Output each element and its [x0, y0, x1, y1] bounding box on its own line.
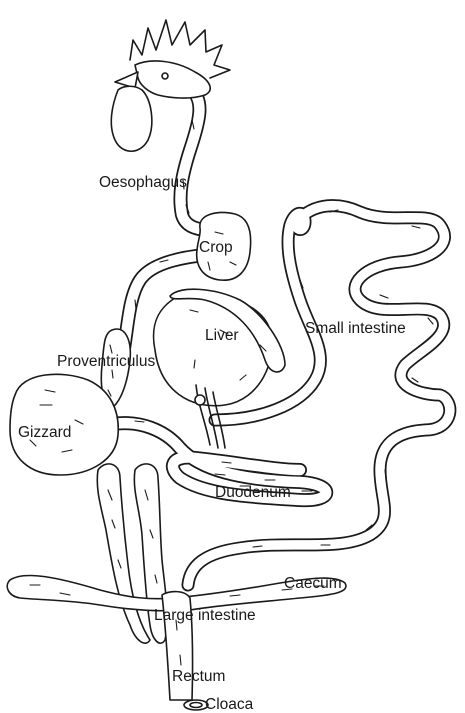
label-caecum: Caecum: [284, 576, 342, 592]
label-proventriculus: Proventriculus: [57, 354, 155, 370]
label-crop: Crop: [199, 240, 233, 256]
oesophagus: [180, 88, 210, 230]
label-liver: Liver: [205, 328, 239, 344]
label-rectum: Rectum: [172, 669, 225, 685]
label-small-intestine: Small intestine: [305, 321, 406, 337]
label-oesophagus: Oesophagus: [99, 175, 187, 191]
label-duodenum: Duodenum: [215, 485, 291, 501]
label-cloaca: Cloaca: [205, 697, 253, 713]
liver: [154, 289, 285, 406]
label-gizzard: Gizzard: [18, 425, 71, 441]
rooster-head: [111, 20, 230, 151]
label-large-intestine: Large intestine: [154, 608, 256, 624]
